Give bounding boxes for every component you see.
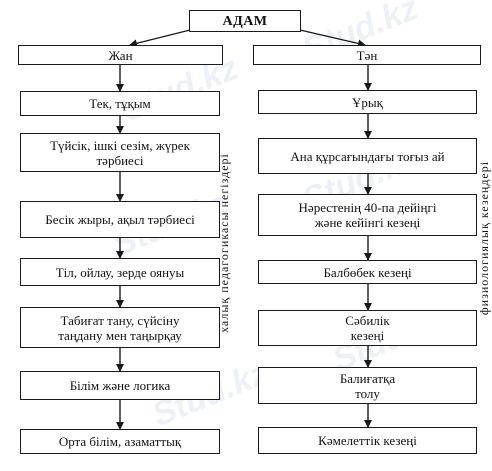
left-node-7: Орта білім, азаматтық — [20, 429, 220, 454]
left-node-1: Тек, тұқым — [20, 91, 220, 116]
right-vertical-label: физиологиялық кезеңдері — [477, 160, 491, 316]
right-node-5: Сәбилік кезеңі — [258, 310, 477, 346]
left-node-5: Табиғат тану, сүйсіну таңдану мен таңырқ… — [20, 307, 220, 348]
center-vertical-label: халық педагогикасы негіздері — [217, 153, 231, 333]
left-node-6: Білім және логика — [20, 371, 220, 400]
right-node-2: Ана құрсағындағы тоғыз ай — [258, 138, 477, 174]
right-header-label: Тән — [356, 47, 378, 63]
right-node-1: Ұрық — [258, 90, 477, 114]
root-node-label: АДАМ — [222, 13, 268, 29]
root-node-adam: АДАМ — [189, 10, 301, 32]
right-node-6: Балиғатқа толу — [258, 367, 477, 404]
right-node-3: Нәрестенің 40-па дейіңгі және кейінгі ке… — [258, 194, 477, 236]
right-node-7: Кәмелеттік кезеңі — [258, 427, 477, 454]
right-node-4: Балбөбек кезеңі — [258, 260, 477, 284]
left-node-2: Түйсік, ішкі сезім, жүрек тәрбиесі — [20, 133, 220, 172]
right-header-ten: Тән — [253, 45, 481, 65]
left-header-label: Жан — [108, 47, 133, 63]
left-node-4: Тіл, ойлау, зерде оянуы — [20, 258, 220, 286]
left-node-3: Бесік жыры, ақыл тәрбиесі — [20, 201, 220, 238]
left-header-zhan: Жан — [18, 45, 223, 65]
